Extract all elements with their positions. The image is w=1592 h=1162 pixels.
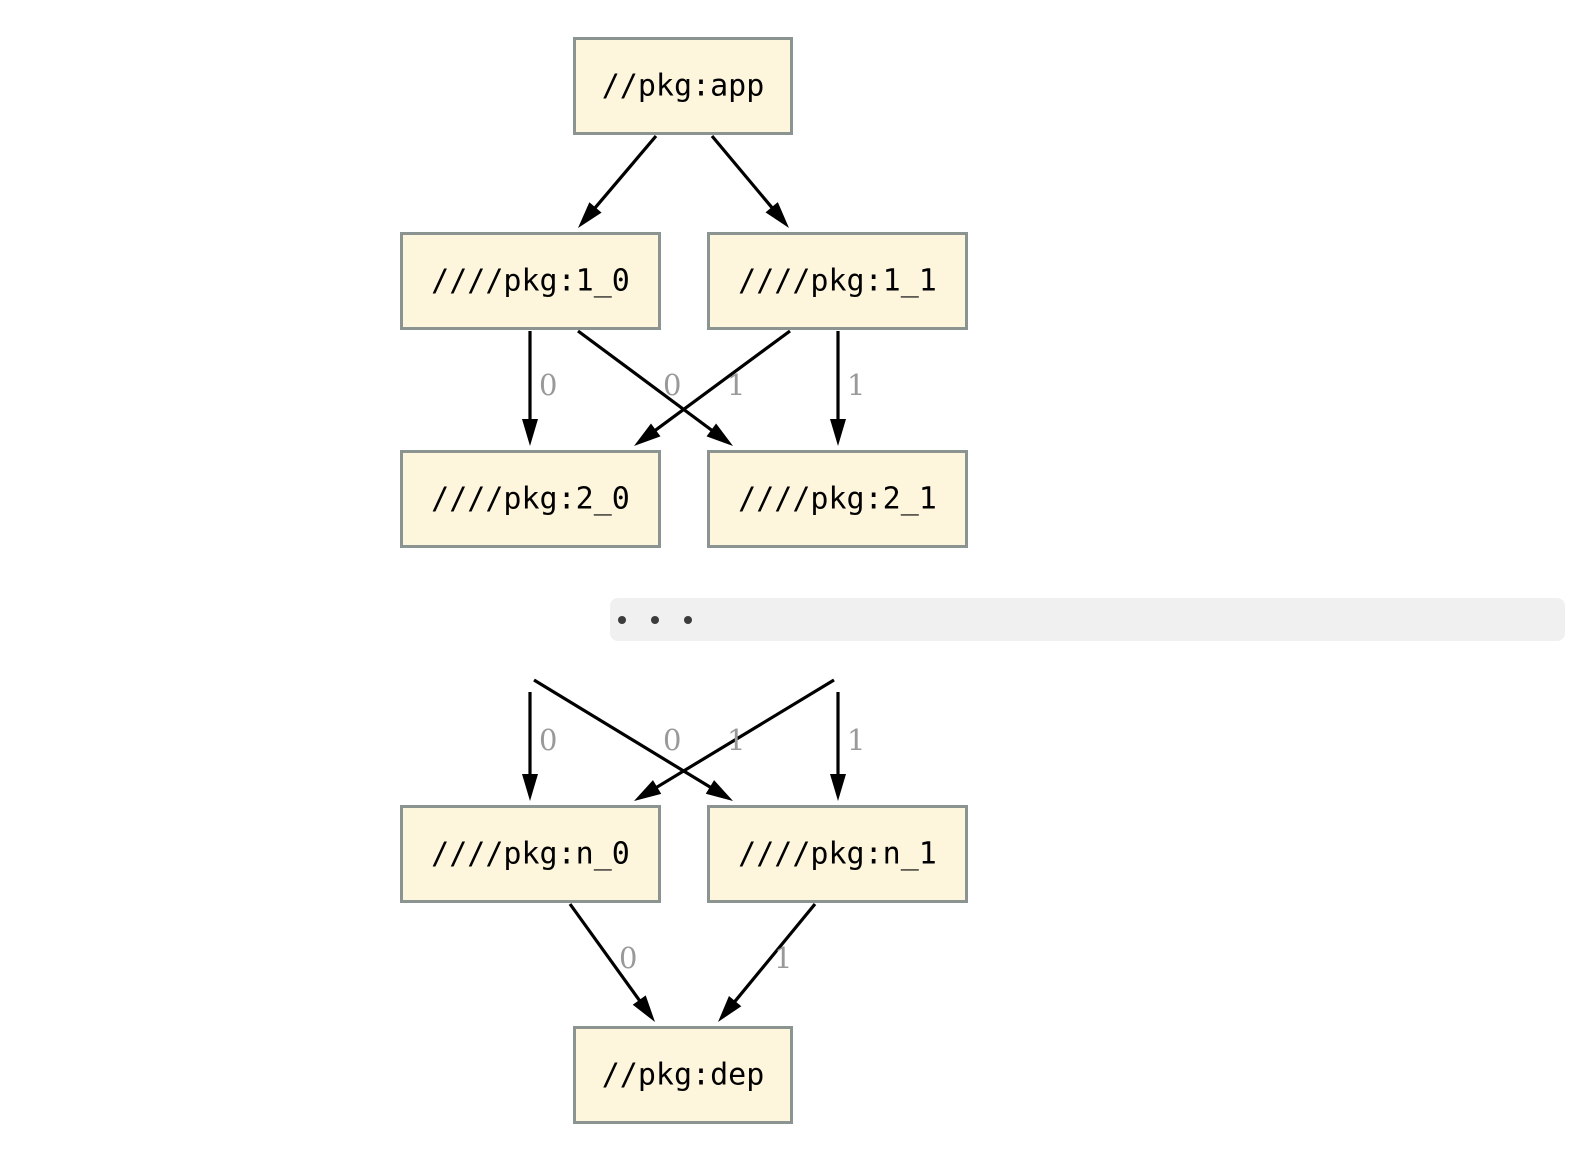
edge-arrowhead-icon [578, 202, 602, 228]
ellipsis-band [610, 598, 1565, 641]
edge-1_0-to-2_1 [577, 329, 733, 446]
node-box[interactable] [707, 450, 968, 548]
node-n_1[interactable]: ////pkg:n_1 [707, 805, 968, 903]
edge-n_1-to-dep [718, 902, 817, 1022]
node-dep[interactable]: //pkg:dep [573, 1026, 793, 1124]
node-label: //pkg:dep [602, 1058, 765, 1093]
edge-label: 0 [663, 723, 681, 757]
edge-labels-layer: 0 0 1 1 0 0 1 1 0 1 [539, 368, 865, 975]
node-label: ////pkg:n_1 [738, 837, 937, 872]
node-2_1[interactable]: ////pkg:2_1 [707, 450, 968, 548]
edge-line [653, 329, 791, 433]
node-label: ////pkg:1_1 [738, 264, 937, 299]
node-label: ////pkg:1_0 [431, 264, 630, 299]
edge-label: 1 [727, 368, 745, 402]
node-box[interactable] [400, 450, 661, 548]
edge-arrowhead-icon [522, 774, 538, 801]
node-label: ////pkg:2_1 [738, 482, 937, 517]
edge-source-to-n_1 [830, 692, 846, 801]
node-2_0[interactable]: ////pkg:2_0 [400, 450, 661, 548]
edge-line [732, 902, 817, 1004]
node-1_1[interactable]: ////pkg:1_1 [707, 232, 968, 330]
edge-source-to-n_1 [533, 678, 733, 801]
edge-1_1-to-2_0 [634, 329, 791, 446]
edge-arrowhead-icon [634, 780, 662, 801]
node-box[interactable] [707, 805, 968, 903]
edge-label: 0 [539, 368, 557, 402]
edge-app-to-1_0 [578, 134, 658, 228]
ellipsis-dot-2 [684, 616, 692, 624]
edge-line [568, 903, 642, 1003]
edge-arrowhead-icon [830, 419, 846, 446]
node-box[interactable] [400, 805, 661, 903]
edge-line [533, 678, 713, 790]
edge-arrowhead-icon [522, 419, 538, 446]
edge-n_0-to-dep [568, 903, 655, 1022]
edge-1_0-to-2_0 [522, 331, 538, 446]
edge-arrowhead-icon [632, 995, 655, 1022]
ellipsis-band-layer [610, 598, 1565, 641]
node-label: //pkg:app [602, 69, 765, 104]
edges-layer [522, 134, 846, 1022]
node-n_0[interactable]: ////pkg:n_0 [400, 805, 661, 903]
edge-source-to-n_0 [522, 692, 538, 801]
node-box[interactable] [400, 232, 661, 330]
edge-label: 0 [663, 368, 681, 402]
node-box[interactable] [707, 232, 968, 330]
node-box[interactable] [573, 37, 793, 135]
ellipsis-dot-0 [618, 616, 626, 624]
node-app[interactable]: //pkg:app [573, 37, 793, 135]
edge-arrowhead-icon [706, 423, 733, 446]
edge-arrowhead-icon [718, 996, 742, 1022]
edge-label: 1 [774, 941, 792, 975]
edge-label: 0 [619, 941, 637, 975]
edge-line [592, 134, 658, 210]
node-1_0[interactable]: ////pkg:1_0 [400, 232, 661, 330]
edge-label: 1 [847, 368, 865, 402]
edge-app-to-1_1 [710, 134, 789, 228]
edge-arrowhead-icon [634, 423, 661, 446]
edge-arrowhead-icon [765, 202, 789, 228]
node-box[interactable] [573, 1026, 793, 1124]
node-label: ////pkg:2_0 [431, 482, 630, 517]
edge-arrowhead-icon [705, 780, 733, 801]
edge-label: 0 [539, 723, 557, 757]
edge-arrowhead-icon [830, 774, 846, 801]
edge-line [654, 678, 835, 790]
edge-line [710, 134, 775, 210]
edge-source-to-n_0 [634, 678, 835, 801]
nodes-layer: //pkg:app ////pkg:1_0 ////pkg:1_1 ////pkg:2… [400, 37, 968, 1124]
edge-1_1-to-2_1 [830, 331, 846, 446]
edge-label: 1 [727, 723, 745, 757]
edge-label: 1 [847, 723, 865, 757]
ellipsis-dot-1 [651, 616, 659, 624]
node-label: ////pkg:n_0 [431, 837, 630, 872]
edge-line [577, 329, 714, 433]
